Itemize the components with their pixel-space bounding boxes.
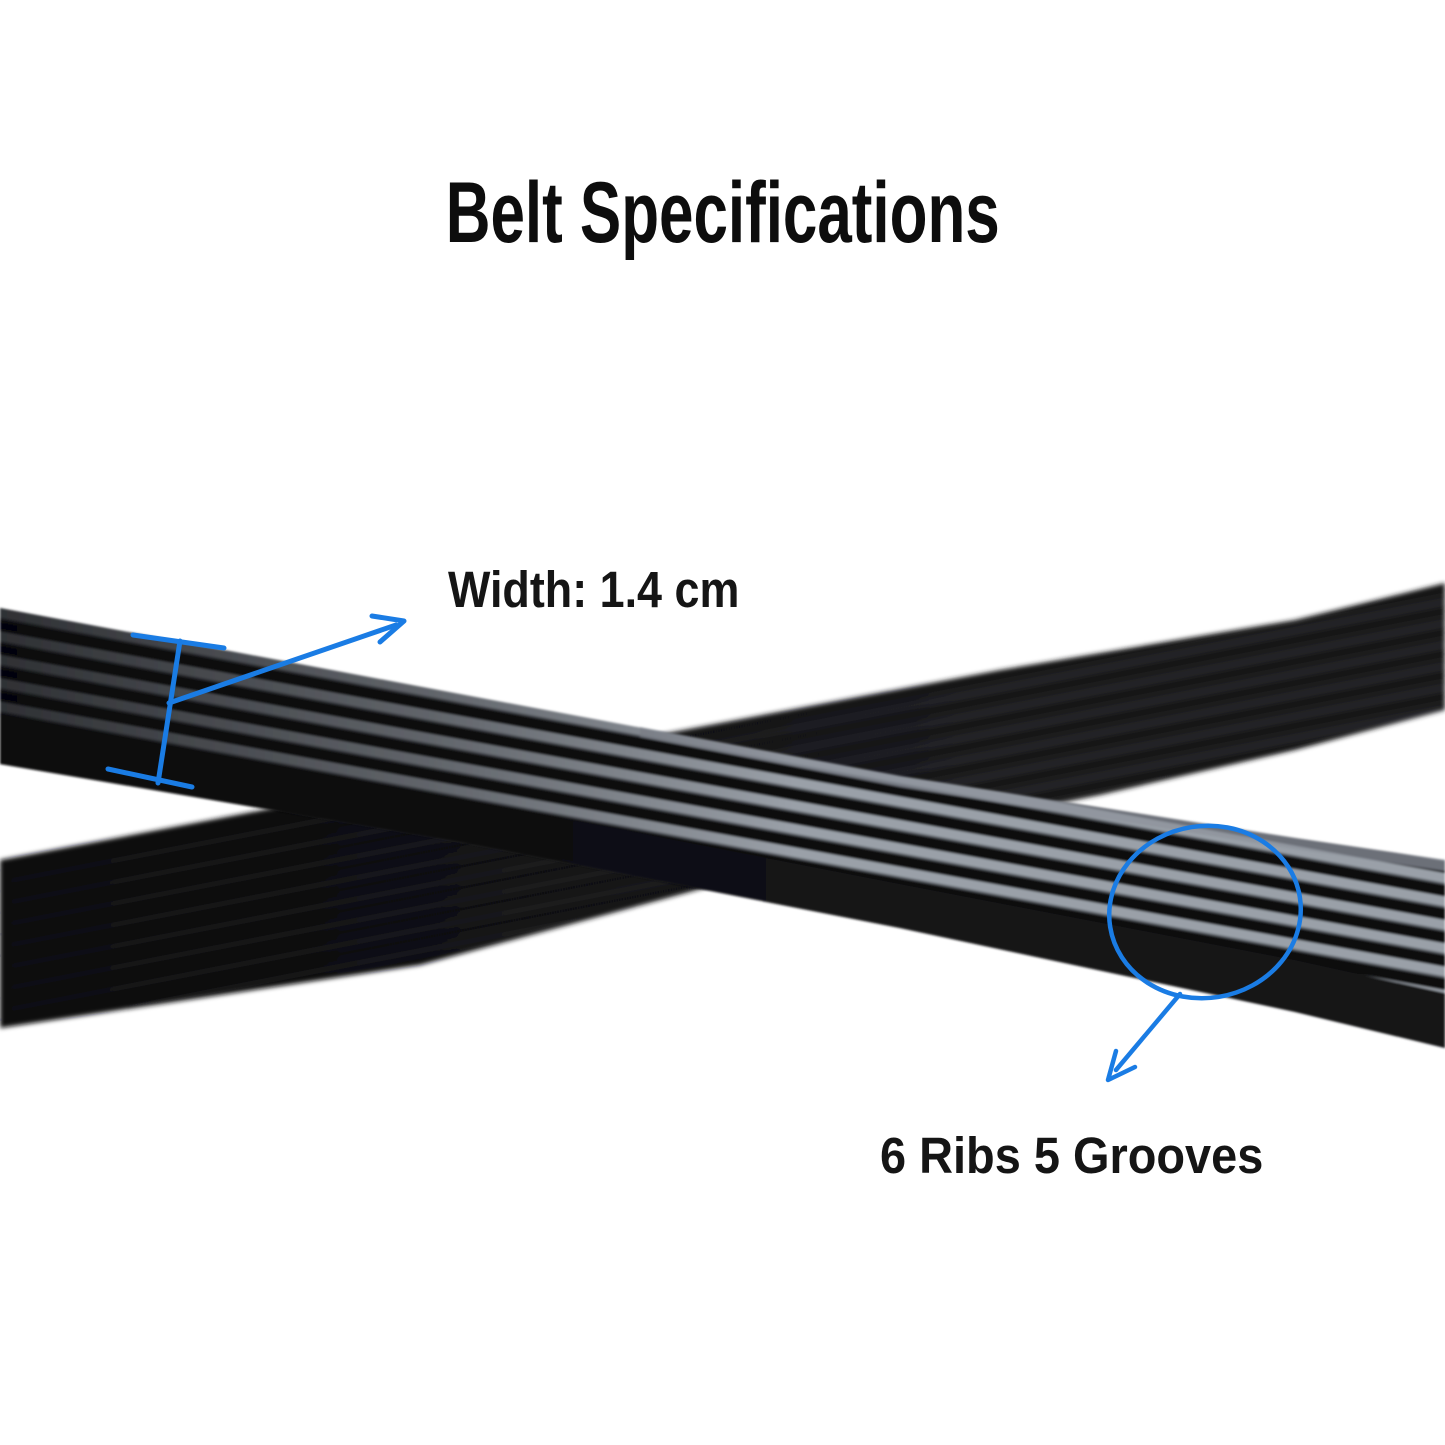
width-arrow (166, 613, 407, 706)
ribbed-belt-shadow (0, 608, 1445, 1048)
width-measurement-bracket (105, 632, 227, 790)
ribs-arrow-shaft (1113, 991, 1183, 1073)
width-bracket-stem (155, 638, 183, 786)
width-bracket-bottom-cap (105, 766, 195, 790)
ribs-callout-arrow (1105, 991, 1183, 1083)
width-label: Width: 1.4 cm (448, 561, 740, 618)
ribs-label: 6 Ribs 5 Grooves (880, 1127, 1264, 1184)
ribs-arrowhead-icon (1105, 1048, 1138, 1083)
ribbed-belt (0, 608, 1445, 1048)
ribs-callout-circle (1106, 823, 1304, 1001)
width-arrowhead-icon (369, 613, 407, 645)
width-arrow-shaft (166, 622, 399, 706)
